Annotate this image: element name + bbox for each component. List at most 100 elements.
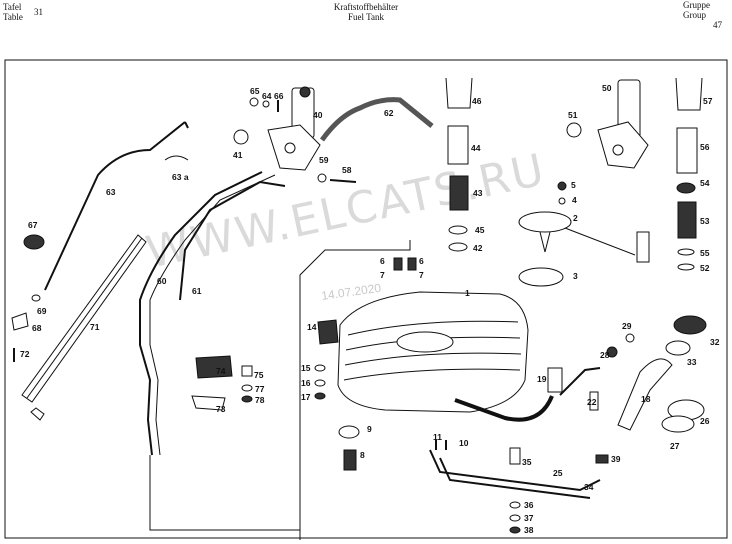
label-4: 4 — [572, 195, 577, 205]
label-64: 64 — [262, 91, 272, 101]
label-77: 77 — [255, 384, 265, 394]
line-34 — [439, 457, 591, 499]
label-6b: 6 — [419, 256, 424, 266]
nut-38 — [509, 526, 521, 534]
ring-52 — [677, 263, 695, 271]
grommet-67 — [23, 234, 45, 250]
label-59: 59 — [319, 155, 329, 165]
ring-27 — [661, 415, 695, 433]
rail-71 — [21, 234, 147, 421]
label-32: 32 — [710, 337, 720, 347]
label-65: 65 — [250, 86, 260, 96]
label-35: 35 — [522, 457, 532, 467]
filter-43 — [449, 175, 469, 211]
label-75: 75 — [254, 370, 264, 380]
label-50: 50 — [602, 83, 612, 93]
label-8: 8 — [360, 450, 365, 460]
bracket-14 — [317, 319, 339, 345]
plug-6b — [407, 257, 417, 271]
label-60: 60 — [157, 276, 167, 286]
ring-55 — [677, 248, 695, 256]
label-41: 41 — [233, 150, 243, 160]
label-44: 44 — [471, 143, 481, 153]
bracket-73 — [191, 395, 226, 411]
washer-77 — [241, 384, 253, 392]
fuel-pump-50 — [597, 79, 649, 169]
label-66: 66 — [274, 91, 284, 101]
label-56: 56 — [700, 142, 710, 152]
label-17: 17 — [301, 392, 311, 402]
fuel-tank-1 — [337, 291, 554, 422]
label-14: 14 — [307, 322, 317, 332]
label-3: 3 — [573, 271, 578, 281]
label-33: 33 — [687, 357, 697, 367]
group-label-en: Group — [683, 10, 706, 20]
label-69: 69 — [37, 306, 47, 316]
bolt-75 — [241, 365, 253, 377]
group-label-de: Gruppe — [683, 0, 710, 10]
washer-4 — [558, 197, 566, 205]
label-7b: 7 — [419, 270, 424, 280]
title-de: Kraftstoffbehälter — [333, 2, 399, 12]
label-1: 1 — [465, 288, 470, 298]
label-34: 34 — [584, 482, 594, 492]
ring-33 — [665, 340, 691, 356]
page-title: Kraftstoffbehälter Fuel Tank — [0, 2, 732, 22]
table-number: 31 — [34, 7, 43, 17]
date-stamp: 14.07.2020 — [320, 281, 382, 303]
clamp-68 — [11, 312, 29, 331]
label-25: 25 — [553, 468, 563, 478]
label-6a: 6 — [380, 256, 385, 266]
label-58: 58 — [342, 165, 352, 175]
table-label-en: Table — [3, 12, 23, 22]
nut-17 — [314, 392, 326, 400]
label-9: 9 — [367, 424, 372, 434]
gasket-9 — [338, 425, 360, 439]
diagram-frame — [4, 59, 728, 539]
label-46: 46 — [472, 96, 482, 106]
washer-59 — [317, 173, 327, 183]
label-15: 15 — [301, 363, 311, 373]
nut-78 — [241, 395, 253, 403]
label-52: 52 — [700, 263, 710, 273]
label-54: 54 — [700, 178, 710, 188]
block-74 — [195, 355, 233, 379]
clip-29 — [625, 333, 635, 343]
label-57: 57 — [703, 96, 713, 106]
label-26: 26 — [700, 416, 710, 426]
cap-32 — [673, 315, 707, 335]
label-51: 51 — [568, 110, 578, 120]
title-en: Fuel Tank — [348, 12, 384, 22]
filler-neck-18 — [617, 358, 673, 431]
label-16: 16 — [301, 378, 311, 388]
table-label-de: Tafel — [3, 2, 22, 12]
diaphragm-41 — [233, 129, 249, 145]
diaphragm-51 — [566, 122, 582, 138]
washer-15 — [314, 364, 326, 372]
label-19: 19 — [537, 374, 547, 384]
label-5: 5 — [571, 180, 576, 190]
rod-63 — [44, 121, 186, 291]
fuel-pump-40 — [267, 86, 321, 171]
label-18: 18 — [641, 394, 651, 404]
cap-54 — [676, 182, 696, 194]
label-10: 10 — [459, 438, 469, 448]
callout-labels: 1 2 3 4 5 6 6 7 7 8 9 10 11 14 15 16 17 … — [20, 83, 720, 535]
valve-28 — [606, 346, 618, 358]
hose-22 — [589, 391, 599, 411]
label-78: 78 — [255, 395, 265, 405]
line-22 — [559, 367, 601, 396]
line-60 — [139, 171, 263, 456]
label-27: 27 — [670, 441, 680, 451]
label-45: 45 — [475, 225, 485, 235]
label-22: 22 — [587, 397, 597, 407]
label-42: 42 — [473, 243, 483, 253]
vent-line-lower — [149, 455, 300, 531]
label-63a: 63 a — [172, 172, 189, 182]
label-73: 73 — [216, 404, 226, 414]
sender-unit-2 — [518, 211, 650, 263]
label-61: 61 — [192, 286, 202, 296]
label-74: 74 — [216, 366, 226, 376]
clip-10-11 — [435, 440, 447, 450]
